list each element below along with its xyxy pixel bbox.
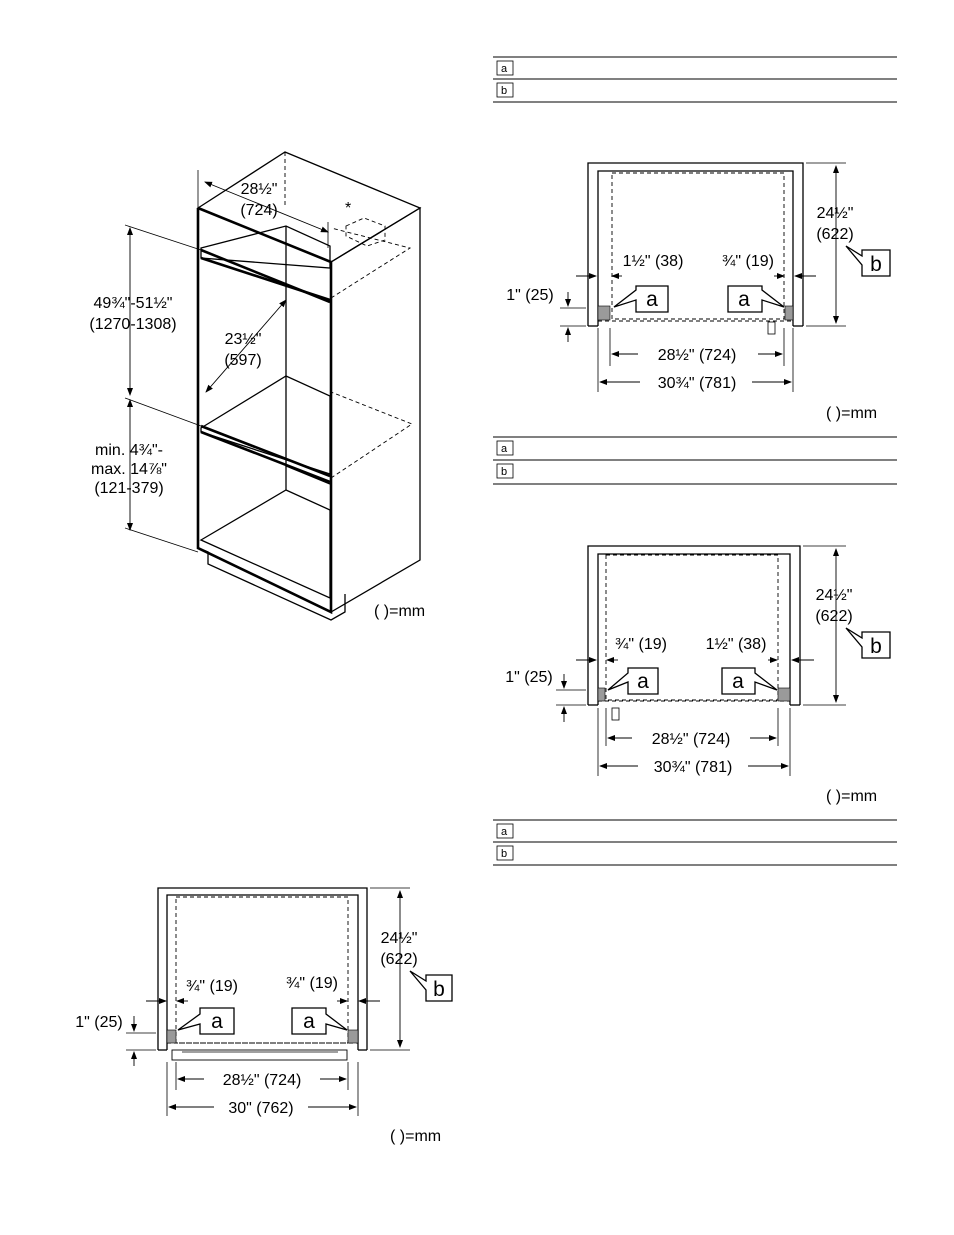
plan-1-right-gap: ¾" (19) bbox=[722, 253, 774, 270]
legend-1: a b bbox=[493, 56, 897, 103]
cabinet-width-mm: (724) bbox=[240, 202, 277, 219]
cabinet-depth-mm: (597) bbox=[224, 352, 261, 369]
legend-3: a b bbox=[493, 819, 897, 866]
plan-1-label-b: b bbox=[870, 253, 882, 276]
cabinet-base-mm: (121-379) bbox=[94, 480, 163, 497]
oven-cabinet-diagram: * 28½" (724) 49¾"-51½" (1270-1308) min. … bbox=[89, 151, 425, 621]
plan-2-left-gap: ¾" (19) bbox=[615, 636, 667, 653]
plan-3-inner-width: 28½" (724) bbox=[223, 1072, 302, 1089]
plan-2-inner-width: 28½" (724) bbox=[652, 731, 731, 748]
plan-1-front: 1" (25) bbox=[506, 287, 553, 304]
legend-1-key-b: b bbox=[501, 85, 507, 97]
legend-2: a b bbox=[493, 436, 897, 485]
cabinet-unit-note: ( )=mm bbox=[374, 603, 425, 620]
plan-3-right-gap: ¾" (19) bbox=[286, 975, 338, 992]
plan-2-unit-note: ( )=mm bbox=[826, 788, 877, 805]
cabinet-base-max: max. 14⅞" bbox=[91, 461, 167, 478]
plan-1-depth-mm: (622) bbox=[816, 226, 853, 243]
cabinet-width: 28½" bbox=[241, 181, 278, 198]
cabinet-depth: 23½" bbox=[225, 331, 262, 348]
legend-1-key-a-box bbox=[496, 60, 514, 76]
plan-view-1: 24½" (622) b 1½" (38) ¾" (19) 1" (25) a … bbox=[506, 162, 891, 422]
plan-view-3: 24½" (622) b ¾" (19) ¾" (19) 1" (25) a a… bbox=[75, 887, 453, 1145]
legend-1-key-b-box bbox=[496, 82, 514, 98]
legend-3-key-a: a bbox=[501, 826, 508, 838]
plan-1-inner-width: 28½" (724) bbox=[658, 347, 737, 364]
plan-3-unit-note: ( )=mm bbox=[390, 1128, 441, 1145]
legend-1-key-a: a bbox=[501, 63, 508, 75]
cabinet-height-mm: (1270-1308) bbox=[89, 316, 176, 333]
plan-2-right-gap: 1½" (38) bbox=[706, 636, 767, 653]
plan-3-depth: 24½" bbox=[381, 930, 418, 947]
plan-3-front: 1" (25) bbox=[75, 1014, 122, 1031]
cabinet-top-face bbox=[196, 151, 422, 263]
legend-3-key-b: b bbox=[501, 848, 507, 860]
plan-1-outer-width: 30¾" (781) bbox=[658, 375, 737, 392]
plan-3-label-a-right: a bbox=[303, 1010, 315, 1033]
plan-3-label-b: b bbox=[433, 978, 445, 1001]
plan-view-2: 24½" (622) b ¾" (19) 1½" (38) 1" (25) a … bbox=[505, 545, 891, 805]
plan-2-label-b: b bbox=[870, 635, 882, 658]
cabinet-height: 49¾"-51½" bbox=[94, 295, 173, 312]
plan-3-outer-width: 30" (762) bbox=[228, 1100, 293, 1117]
plan-3-left-gap: ¾" (19) bbox=[186, 978, 238, 995]
vent-marker: * bbox=[345, 200, 351, 217]
plan-3-label-a-left: a bbox=[211, 1010, 223, 1033]
plan-3-depth-mm: (622) bbox=[380, 951, 417, 968]
plan-2-label-a-right: a bbox=[732, 670, 744, 693]
plan-1-label-a-left: a bbox=[646, 288, 658, 311]
cabinet-base-min: min. 4¾"- bbox=[95, 442, 163, 459]
legend-2-key-b: b bbox=[501, 466, 507, 478]
plan-1-left-gap: 1½" (38) bbox=[623, 253, 684, 270]
plan-2-label-a-left: a bbox=[637, 670, 649, 693]
plan-2-depth-mm: (622) bbox=[815, 608, 852, 625]
plan-1-depth: 24½" bbox=[817, 205, 854, 222]
legend-2-key-a: a bbox=[501, 443, 508, 455]
plan-1-unit-note: ( )=mm bbox=[826, 405, 877, 422]
plan-2-front: 1" (25) bbox=[505, 669, 552, 686]
cabinet-front-frame bbox=[196, 206, 333, 615]
plan-1-label-a-right: a bbox=[738, 288, 750, 311]
plan-2-depth: 24½" bbox=[816, 587, 853, 604]
plan-2-outer-width: 30¾" (781) bbox=[654, 759, 733, 776]
